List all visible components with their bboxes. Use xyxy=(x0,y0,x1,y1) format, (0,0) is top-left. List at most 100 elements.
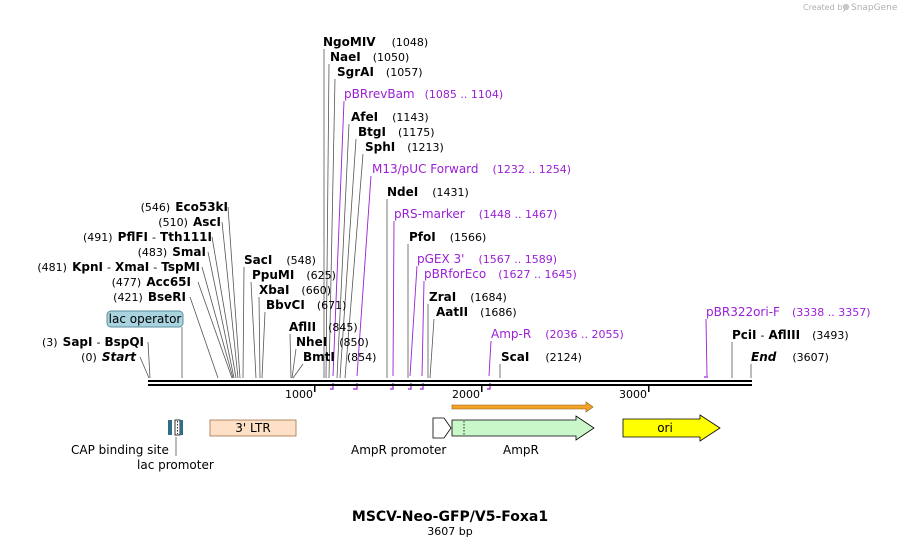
primer-amp-r: Amp-R(2036 .. 2055) xyxy=(491,327,624,341)
site-ngomiv: NgoMIV(1048) xyxy=(323,35,428,49)
features: CAP binding site lac promoter 3' LTR Amp… xyxy=(71,401,721,472)
connector-btgi xyxy=(339,138,357,379)
lac-operator-label: lac operator xyxy=(106,310,184,378)
primer-connectors xyxy=(332,100,708,377)
site-naei: NaeI(1050) xyxy=(330,50,409,64)
connector-aflii xyxy=(289,333,292,379)
connector-sphi xyxy=(344,153,364,379)
connector-bbvci xyxy=(261,311,266,379)
connector-naei xyxy=(325,63,330,379)
ampr-orf-arrow xyxy=(451,401,594,413)
lac-operator-text: lac operator xyxy=(109,312,182,326)
site-sgrai: SgrAI(1057) xyxy=(337,65,422,79)
ori-arrow xyxy=(622,414,721,442)
site-afei: AfeI(1143) xyxy=(351,110,429,124)
site-kpni-xmai-tspmi: (481) KpnI-XmaI-TspMI xyxy=(37,256,200,275)
backbone-top-strand xyxy=(148,380,752,382)
primer-connector-pbrforeco xyxy=(421,280,425,377)
primer-marks xyxy=(330,376,708,390)
connector-acc65i xyxy=(197,281,233,379)
site-bmti: BmtI(854) xyxy=(303,350,376,364)
primer-labels: pBRrevBam(1085 .. 1104) M13/pUC Forward(… xyxy=(344,87,871,341)
ampr-label: AmpR xyxy=(503,443,539,457)
site-xbai: XbaI(660) xyxy=(259,283,331,297)
connector-afei xyxy=(336,123,350,379)
site-saci: SacI(548) xyxy=(244,253,316,267)
site-sphi: SphI(1213) xyxy=(365,140,444,154)
tick-label-1000: 1000 xyxy=(285,388,313,401)
backbone-bottom-strand xyxy=(148,384,752,386)
ampr-promoter-label: AmpR promoter xyxy=(351,443,446,457)
connector-tth111i xyxy=(211,236,237,379)
tick-3000 xyxy=(648,386,650,392)
connector-ppumi xyxy=(250,281,257,379)
site-zrai: ZraI(1684) xyxy=(429,290,507,304)
primer-connector-pbr322ori xyxy=(705,318,708,377)
tick-label-3000: 3000 xyxy=(619,388,647,401)
connector-start xyxy=(139,356,150,379)
primer-pbrforeco: pBRforEco(1627 .. 1645) xyxy=(424,267,577,281)
primer-pgex-3: pGEX 3'(1567 .. 1589) xyxy=(417,252,557,266)
connector-xbai xyxy=(258,296,261,379)
connector-saci xyxy=(242,266,245,379)
ltr-box xyxy=(209,419,297,437)
site-end: End(3607) xyxy=(751,350,829,364)
site-aatii: AatII(1686) xyxy=(436,305,517,319)
ltr-label: 3' LTR xyxy=(235,421,270,435)
site-acc65i: (477) Acc65I xyxy=(112,271,191,290)
primer-prs-marker: pRS-marker(1448 .. 1467) xyxy=(394,207,557,221)
connector-nhei xyxy=(291,348,297,379)
site-bbvci: BbvCI(671) xyxy=(266,298,346,312)
connector-bseri xyxy=(189,296,219,379)
connector-eco53ki xyxy=(227,206,241,379)
site-eco53ki: (546) Eco53kI xyxy=(141,196,228,215)
plasmid-name: MSCV-Neo-GFP/V5-Foxa1 xyxy=(352,509,548,525)
ampr-arrow xyxy=(451,415,595,441)
cap-binding-site-mark xyxy=(168,420,172,435)
site-pflfi-tth111i: (491) PflFI-Tth111I xyxy=(83,226,212,245)
connector-asci xyxy=(221,221,239,379)
site-btgi: BtgI(1175) xyxy=(358,125,435,139)
right-sites: NgoMIV(1048) NaeI(1050) SgrAI(1057) AfeI… xyxy=(244,35,849,364)
primer-pbr322ori-f: pBR322ori-F(3338 .. 3357) xyxy=(706,305,871,319)
ampr-promoter-arrow xyxy=(432,417,452,439)
site-ndei: NdeI(1431) xyxy=(387,185,469,199)
connector-aatii xyxy=(429,318,435,379)
primer-m13-puc-forward: M13/pUC Forward(1232 .. 1254) xyxy=(372,162,571,176)
site-ppumi: PpuMI(625) xyxy=(252,268,336,282)
credit-brand: SnapGene xyxy=(851,3,898,13)
ori-label: ori xyxy=(657,421,673,435)
cap-binding-site-label: CAP binding site xyxy=(71,443,169,457)
lac-promoter-label: lac promoter xyxy=(137,458,214,472)
tick-2000 xyxy=(481,386,483,392)
primer-pbrrevbam: pBRrevBam(1085 .. 1104) xyxy=(344,87,503,101)
connector-bspqi xyxy=(147,341,151,379)
lac-operator-mark xyxy=(180,420,183,435)
primer-connector-prs xyxy=(392,220,395,377)
plasmid-size: 3607 bp xyxy=(427,525,472,538)
connector-bmti xyxy=(292,363,304,379)
connector-tspmi xyxy=(201,266,234,379)
site-pcii-afliii: PciI-AflIII(3493) xyxy=(732,328,849,342)
site-start: (0) Start xyxy=(81,346,137,365)
snapgene-logo-icon xyxy=(842,3,850,11)
backbone: 1000 2000 3000 xyxy=(148,380,752,401)
site-asci: (510) AscI xyxy=(158,211,221,230)
connector-smai xyxy=(207,251,235,379)
primer-connector-m13 xyxy=(356,175,372,377)
site-nhei: NheI(850) xyxy=(296,335,369,349)
primer-connector-pbrrevbam xyxy=(332,100,345,377)
tick-label-2000: 2000 xyxy=(452,388,480,401)
left-sites: (546) Eco53kI (510) AscI (491) PflFI-Tth… xyxy=(37,196,228,365)
lac-operator-box xyxy=(106,310,184,328)
site-scai: ScaI(2124) xyxy=(501,350,582,364)
site-smai: (483) SmaI xyxy=(138,241,206,260)
site-connectors xyxy=(139,49,752,379)
site-pfoi: PfoI(1566) xyxy=(409,230,486,244)
primer-connector-ampr xyxy=(488,340,492,377)
tick-1000 xyxy=(314,386,316,392)
connector-sgrai xyxy=(328,78,336,379)
site-aflii: AflII(845) xyxy=(289,320,358,334)
primer-connector-pgex xyxy=(409,265,418,377)
